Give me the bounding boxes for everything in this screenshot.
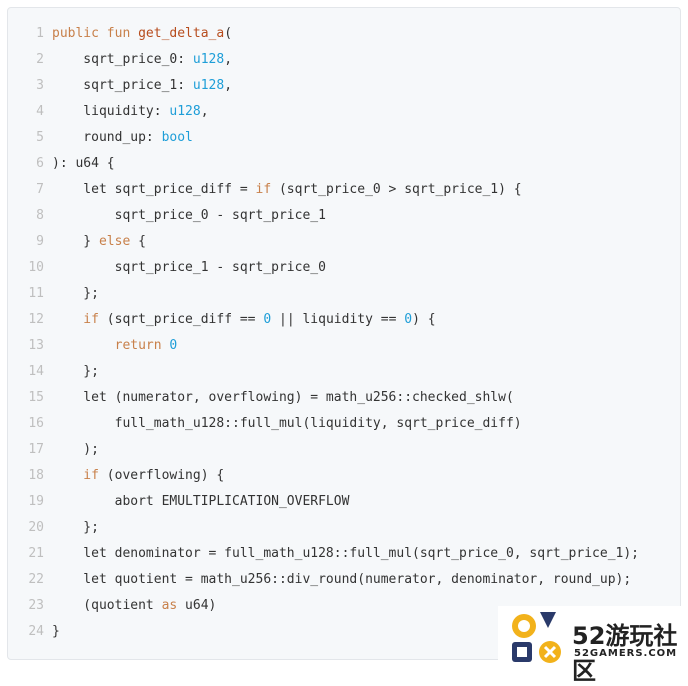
- code-line: 18 if (overflowing) {: [8, 463, 224, 489]
- code-line: 8 sqrt_price_0 - sqrt_price_1: [8, 203, 326, 229]
- code-line: 20 };: [8, 515, 99, 541]
- line-number: 20: [28, 520, 44, 535]
- code-token: );: [52, 442, 99, 457]
- code-token: liquidity:: [52, 104, 170, 119]
- line-number: 4: [36, 104, 44, 119]
- code-token: get_delta_a: [138, 26, 225, 41]
- line-number: 11: [28, 286, 44, 301]
- watermark-brand: 52游玩社区: [572, 622, 678, 685]
- code-line: 17 );: [8, 437, 99, 463]
- code-line: 13 return 0: [8, 333, 177, 359]
- line-number: 24: [28, 624, 44, 639]
- code-line: 12 if (sqrt_price_diff == 0 || liquidity…: [8, 307, 436, 333]
- line-number: 16: [28, 416, 44, 431]
- code-token: full_math_u128::full_mul(liquidity, sqrt…: [52, 416, 522, 431]
- line-number: 19: [28, 494, 44, 509]
- code-line: 14 };: [8, 359, 99, 385]
- line-number: 6: [36, 156, 44, 171]
- code-token: };: [52, 520, 99, 535]
- code-token: sqrt_price_0:: [52, 52, 193, 67]
- code-line: 11 };: [8, 281, 99, 307]
- line-number: 8: [36, 208, 44, 223]
- code-token: ): u64 {: [52, 156, 115, 171]
- line-number: 2: [36, 52, 44, 67]
- code-line: 3 sqrt_price_1: u128,: [8, 73, 232, 99]
- code-token: {: [130, 234, 146, 249]
- line-number: 21: [28, 546, 44, 561]
- code-line: 15 let (numerator, overflowing) = math_u…: [8, 385, 514, 411]
- code-token: u64): [177, 598, 217, 613]
- line-number: 7: [36, 182, 44, 197]
- code-token: 0: [404, 312, 413, 327]
- code-token: }: [52, 624, 60, 639]
- code-token: ,: [200, 104, 209, 119]
- code-token: public fun: [52, 26, 139, 41]
- code-token: if: [255, 182, 272, 197]
- code-line: 16 full_math_u128::full_mul(liquidity, s…: [8, 411, 522, 437]
- code-token: || liquidity ==: [271, 312, 405, 327]
- code-line: 9 } else {: [8, 229, 146, 255]
- line-number: 12: [28, 312, 44, 327]
- code-token: ,: [224, 78, 233, 93]
- code-token: (overflowing) {: [98, 468, 225, 483]
- code-token: }: [52, 234, 99, 249]
- code-token: u128: [192, 52, 225, 67]
- code-token: let quotient = math_u256::div_round(nume…: [52, 572, 632, 587]
- code-token: if: [52, 468, 99, 483]
- code-token: };: [52, 364, 99, 379]
- code-line: 5 round_up: bool: [8, 125, 193, 151]
- code-token: sqrt_price_1:: [52, 78, 193, 93]
- code-token: let denominator = full_math_u128::full_m…: [52, 546, 639, 561]
- code-line: 24}: [8, 619, 60, 645]
- code-token: ) {: [412, 312, 436, 327]
- line-number: 13: [28, 338, 44, 353]
- code-line: 1 public fun get_delta_a(: [8, 21, 232, 47]
- code-token: 0: [169, 338, 178, 353]
- code-block: 1 public fun get_delta_a(2 sqrt_price_0: …: [7, 7, 681, 660]
- code-token: sqrt_price_1 - sqrt_price_0: [52, 260, 326, 275]
- line-number: 5: [36, 130, 44, 145]
- line-number: 17: [28, 442, 44, 457]
- code-token: abort EMULTIPLICATION_OVERFLOW: [52, 494, 350, 509]
- line-number: 15: [28, 390, 44, 405]
- code-token: as: [161, 598, 178, 613]
- line-number: 18: [28, 468, 44, 483]
- line-number: 14: [28, 364, 44, 379]
- code-line: 10 sqrt_price_1 - sqrt_price_0: [8, 255, 326, 281]
- line-number: 10: [28, 260, 44, 275]
- code-token: bool: [161, 130, 193, 145]
- code-token: ,: [224, 52, 233, 67]
- code-token: (: [224, 26, 233, 41]
- code-token: u128: [169, 104, 201, 119]
- code-token: (sqrt_price_0 > sqrt_price_1) {: [271, 182, 522, 197]
- code-token: };: [52, 286, 99, 301]
- code-token: if: [52, 312, 99, 327]
- code-token: 0: [263, 312, 272, 327]
- line-number: 9: [36, 234, 44, 249]
- code-token: (quotient: [52, 598, 162, 613]
- code-line: 4 liquidity: u128,: [8, 99, 209, 125]
- code-line: 7 let sqrt_price_diff = if (sqrt_price_0…: [8, 177, 522, 203]
- watermark-logo-icon: [512, 612, 561, 663]
- code-line: 21 let denominator = full_math_u128::ful…: [8, 541, 639, 567]
- code-token: sqrt_price_0 - sqrt_price_1: [52, 208, 326, 223]
- line-number: 1: [36, 26, 44, 41]
- code-line: 2 sqrt_price_0: u128,: [8, 47, 232, 73]
- code-line: 23 (quotient as u64): [8, 593, 216, 619]
- line-number: 23: [28, 598, 44, 613]
- code-line: 6 ): u64 {: [8, 151, 115, 177]
- watermark-site: 52GAMERS.COM: [574, 648, 678, 659]
- line-number: 22: [28, 572, 44, 587]
- code-token: else: [98, 234, 131, 249]
- code-token: (sqrt_price_diff ==: [98, 312, 264, 327]
- code-token: u128: [192, 78, 225, 93]
- code-token: return: [52, 338, 170, 353]
- line-number: 3: [36, 78, 44, 93]
- code-token: round_up:: [52, 130, 162, 145]
- code-token: let sqrt_price_diff =: [52, 182, 256, 197]
- watermark: [498, 606, 688, 672]
- code-line: 19 abort EMULTIPLICATION_OVERFLOW: [8, 489, 349, 515]
- code-token: let (numerator, overflowing) = math_u256…: [52, 390, 514, 405]
- code-line: 22 let quotient = math_u256::div_round(n…: [8, 567, 631, 593]
